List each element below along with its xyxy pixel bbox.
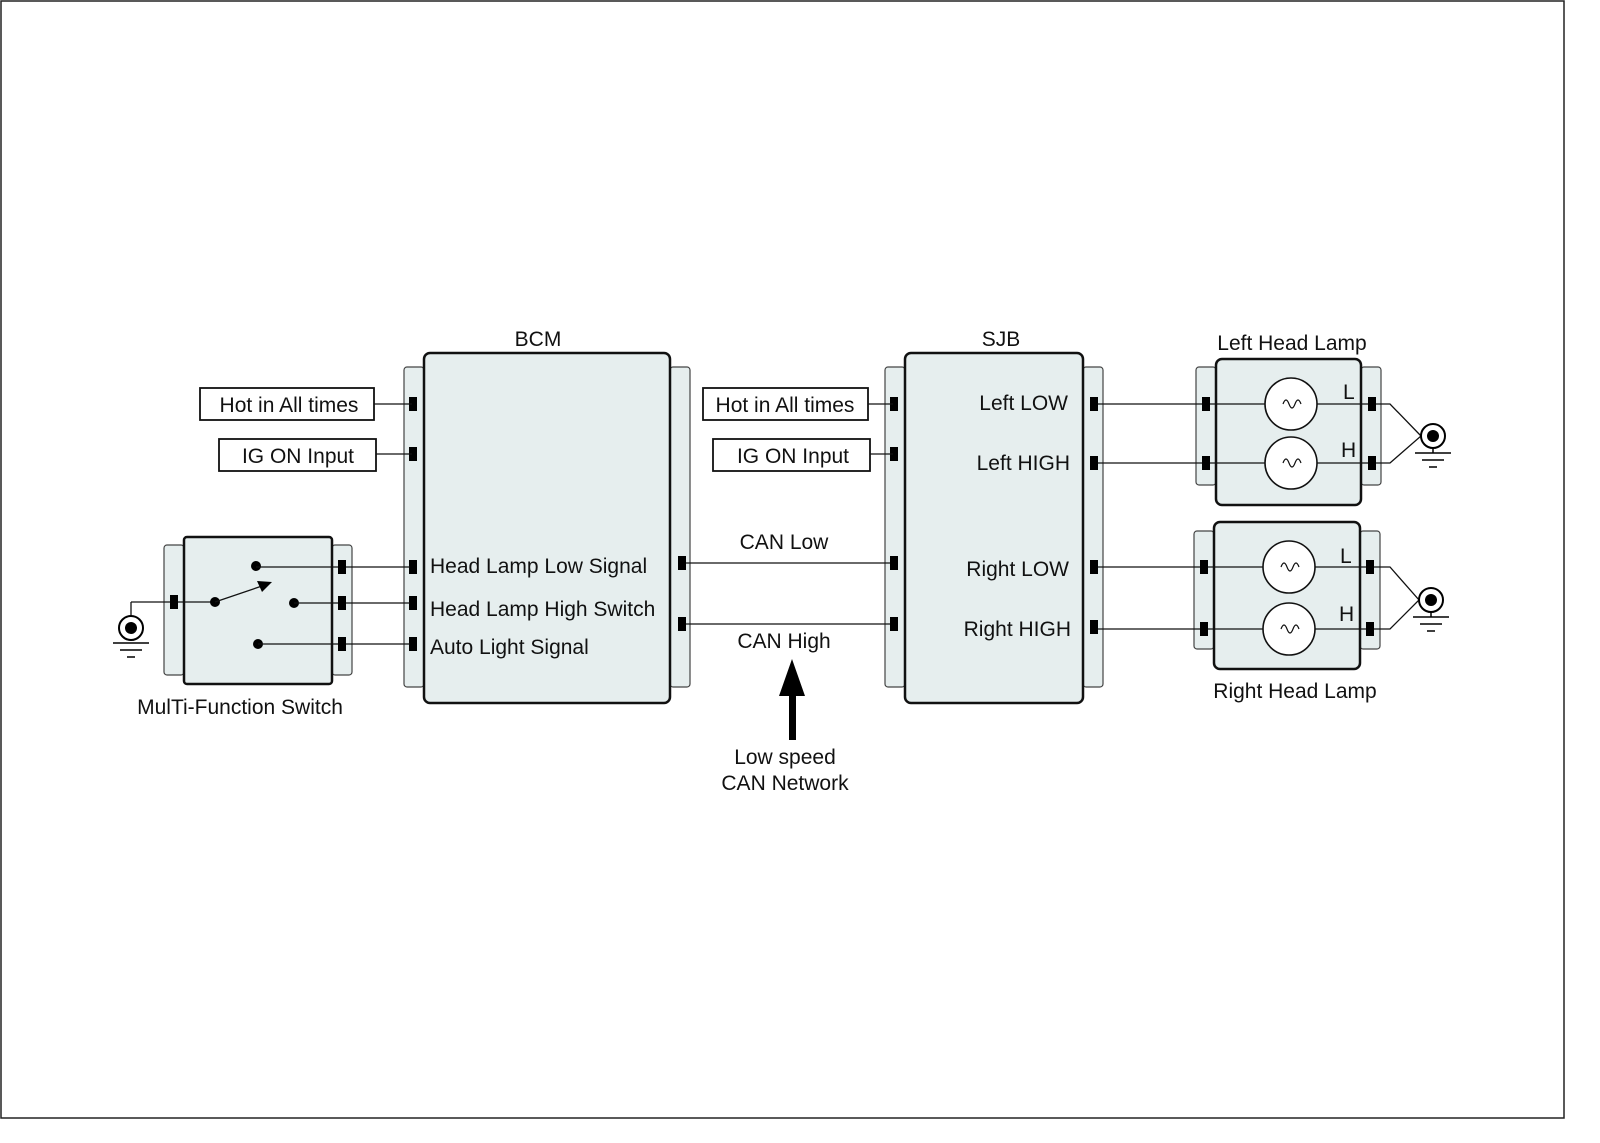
bcm-pin-head-lamp-high: Head Lamp High Switch bbox=[430, 598, 655, 621]
sjb-output-left-high: Left HIGH bbox=[977, 452, 1070, 475]
wiring-diagram: BCM Head Lamp Low Signal Head Lamp High … bbox=[0, 0, 1565, 1119]
left-lamp-high-mark: H bbox=[1341, 439, 1356, 462]
left-high-bulb-icon bbox=[1264, 436, 1318, 490]
sjb-output-right-low: Right LOW bbox=[966, 558, 1069, 581]
right-high-bulb-icon bbox=[1262, 602, 1316, 656]
svg-text:Hot in All times: Hot in All times bbox=[716, 394, 855, 417]
can-bus: CAN Low CAN High Low speed CAN Network bbox=[686, 531, 890, 795]
left-lamp-ground-icon bbox=[1376, 403, 1451, 468]
can-high-label: CAN High bbox=[737, 630, 830, 653]
left-low-bulb-icon bbox=[1264, 377, 1318, 431]
left-lamp-low-mark: L bbox=[1343, 381, 1355, 404]
svg-text:IG ON Input: IG ON Input bbox=[242, 445, 354, 468]
left-lamp-title: Left Head Lamp bbox=[1217, 332, 1366, 355]
svg-text:IG ON Input: IG ON Input bbox=[737, 445, 849, 468]
bcm-pin-head-lamp-low: Head Lamp Low Signal bbox=[430, 555, 647, 578]
can-network-label-2: CAN Network bbox=[721, 772, 849, 795]
right-lamp-title: Right Head Lamp bbox=[1213, 680, 1376, 703]
left-head-lamp: Left Head Lamp L H bbox=[1195, 332, 1382, 507]
bcm-title: BCM bbox=[515, 328, 562, 351]
right-lamp-high-mark: H bbox=[1339, 603, 1354, 626]
can-low-label: CAN Low bbox=[740, 531, 830, 554]
bcm-module: BCM Head Lamp Low Signal Head Lamp High … bbox=[403, 328, 691, 705]
sjb-output-right-high: Right HIGH bbox=[964, 618, 1071, 641]
sjb-input-hot: Hot in All times bbox=[702, 387, 893, 421]
bcm-input-ig-on: IG ON Input bbox=[218, 438, 412, 472]
sjb-module: SJB Left LOW Left HIGH Right LOW Right H… bbox=[884, 328, 1104, 705]
sjb-input-ig-on: IG ON Input bbox=[712, 438, 893, 472]
sjb-output-left-low: Left LOW bbox=[979, 392, 1068, 415]
right-low-bulb-icon bbox=[1262, 540, 1316, 594]
bcm-input-hot: Hot in All times bbox=[199, 387, 412, 421]
right-head-lamp: Right Head Lamp L H bbox=[1193, 520, 1381, 703]
svg-text:Hot in All times: Hot in All times bbox=[220, 394, 359, 417]
right-lamp-low-mark: L bbox=[1340, 545, 1352, 568]
right-lamp-ground-icon bbox=[1374, 566, 1449, 632]
can-network-label-1: Low speed bbox=[734, 746, 836, 769]
multi-function-switch: MulTi-Function Switch bbox=[137, 535, 353, 719]
switch-title: MulTi-Function Switch bbox=[137, 696, 343, 719]
switch-ground-icon bbox=[113, 601, 170, 658]
sjb-title: SJB bbox=[982, 328, 1021, 351]
can-network-arrow bbox=[779, 659, 805, 696]
bcm-pin-auto-light: Auto Light Signal bbox=[430, 636, 589, 659]
